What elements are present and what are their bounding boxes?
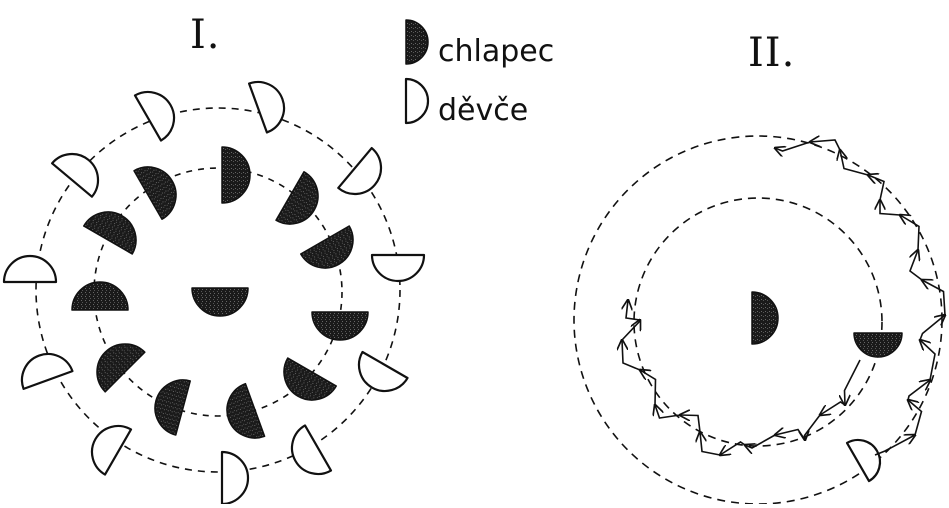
panel-1-boy-9 xyxy=(71,281,129,311)
panel-2-outer-arrow-7 xyxy=(909,250,923,281)
panel-2-inner-arrow-2 xyxy=(820,401,846,415)
panel-2-inner-arrow-9 xyxy=(655,405,681,419)
panel-1-outer-circle xyxy=(35,107,401,473)
panel-2-label: II. xyxy=(748,30,796,76)
panel-2-outer-arrow-12 xyxy=(810,140,841,151)
legend-boy-label: chlapec xyxy=(438,34,555,69)
panel-1-boy-7 xyxy=(154,379,191,436)
panel-1-girl-1 xyxy=(248,80,286,134)
panel-2-outer-arrow-4 xyxy=(920,340,936,381)
panel-1-girl-10 xyxy=(50,152,100,198)
panel-2-inner-arrow-10 xyxy=(640,370,657,406)
panel-2-inner-arrow-5 xyxy=(745,434,776,448)
panel-2-inner-arrow-6 xyxy=(720,441,746,455)
panel-1-boy-10 xyxy=(83,211,137,255)
panel-1-girl-9 xyxy=(2,254,58,284)
panel-1-girl-5 xyxy=(290,424,333,476)
panel-2-inner-arrow-8 xyxy=(680,415,701,433)
arrow-paths-group xyxy=(622,140,945,455)
panel-1-boy-11 xyxy=(133,166,177,220)
panel-2-inner-arrow-1 xyxy=(845,359,861,405)
panel-1-girl-2 xyxy=(337,146,383,196)
panel-2-outer-arrow-3 xyxy=(907,380,930,401)
panel-2-outer-arrow-8 xyxy=(900,215,920,251)
panel-2-inner-arrow-11 xyxy=(622,340,641,371)
panel-2-outer-arrow-2 xyxy=(908,400,923,436)
legend-girl-symbol xyxy=(404,77,430,125)
panel-1-boy-6 xyxy=(226,382,266,439)
legend-girl-label: děvče xyxy=(438,93,529,128)
panel-2-center-boy xyxy=(751,291,779,345)
panel-2-outer-arrow-11 xyxy=(840,150,869,176)
panel-2-outer-arrow-6 xyxy=(922,280,946,316)
panel-1-center-boy xyxy=(191,287,249,317)
panel-2-inner-arrow-12 xyxy=(621,320,640,341)
panel-1-boy-5 xyxy=(283,357,337,401)
panel-2-outer-arrow-10 xyxy=(868,175,885,201)
panel-2-outer-arrow-13 xyxy=(775,141,811,151)
panel-1-girl-8 xyxy=(20,352,74,390)
panel-2-inner-arrow-7 xyxy=(700,432,721,456)
panel-1-boy-3 xyxy=(300,225,354,269)
panel-2-inner-arrow-13 xyxy=(626,300,641,321)
legend-boy-symbol xyxy=(405,19,429,65)
panel-1-girl-7 xyxy=(90,424,133,476)
panel-2-moving-girl xyxy=(845,438,882,483)
panel-2-inner-arrow-4 xyxy=(775,430,806,441)
panel-1-girl-3 xyxy=(370,253,426,283)
panel-2-outer-arrow-5 xyxy=(919,315,945,341)
panel-1-label: I. xyxy=(190,12,221,58)
panel-2-outer-arrow-9 xyxy=(880,200,901,216)
panel-1-boy-4 xyxy=(311,311,369,341)
panel-2-outer-arrow-1 xyxy=(874,435,915,456)
panel-1-boy-2 xyxy=(275,171,319,225)
panel-1-boy-1 xyxy=(221,146,251,204)
panel-2-inner-circle xyxy=(633,197,883,447)
panel-1-girl-11 xyxy=(133,90,176,142)
panel-1-girl-4 xyxy=(357,350,409,393)
panel-1-girl-6 xyxy=(220,450,250,506)
figures-group xyxy=(2,19,903,506)
panel-2-moving-boy xyxy=(853,332,903,358)
panel-1-boy-8 xyxy=(96,343,146,393)
